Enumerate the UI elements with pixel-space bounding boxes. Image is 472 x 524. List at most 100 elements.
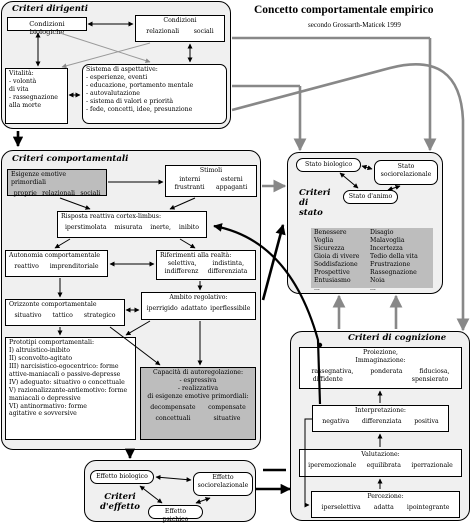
word-concettuali: concettuali <box>155 414 191 422</box>
word-proprie: proprie <box>13 189 37 197</box>
stato-positivo-line: Benessere <box>314 229 347 236</box>
aspettative-line: - esperienze, eventi <box>86 73 148 81</box>
stato-positivo-line: Gioia di vivere <box>314 252 360 260</box>
word-iperselettiva: iperselettiva <box>321 503 361 511</box>
stato-negativo-line: Disagio <box>370 229 394 236</box>
word-iperrazionale: iperrazionale <box>411 461 453 469</box>
word-differenziata: differenziata <box>207 267 248 275</box>
vitalita-line: alla morte <box>9 101 42 109</box>
label-effetto-psichico: Effetto psichico <box>162 508 189 523</box>
vitalita-line: Vitalità: <box>9 70 34 77</box>
box-capacita-autoregolazione: Capacità di autoregolazione:- espressiva… <box>140 367 256 440</box>
stato-positivo-line: Sicurezza <box>314 244 345 252</box>
label-stimoli: Stimoli <box>199 167 223 174</box>
word-inerte: inerte, <box>150 223 171 231</box>
label-stato-animo: Stato d'animo <box>348 193 393 200</box>
word-misurata: misurata <box>114 223 143 231</box>
box-proiezione: Proiezione, Immaginazione: rassegnativa,… <box>299 347 462 389</box>
box-effetto-psichico: Effetto psichico <box>148 505 203 523</box>
stato-negativo-line: Incertezza <box>370 244 403 252</box>
stato-positivo-line: Entusiasmo <box>314 276 351 284</box>
box-prototipi: Prototipi comportamentali:I) altruistico… <box>5 337 136 440</box>
stato-negativo-line: Frustrazione <box>370 260 411 268</box>
aspettative-line: - educazione, portamento mentale <box>86 81 194 89</box>
word-fiduciosa: fiduciosa, <box>419 367 450 375</box>
word-equilibrata: equilibrata <box>366 461 401 469</box>
prototipo-line: III) narcisistico-egocentrico: forme <box>9 362 119 370</box>
label-immaginazione: Immaginazione: <box>355 356 406 364</box>
box-risposta-reattiva: Risposta reattiva cortex-limbus: ipersti… <box>57 211 207 238</box>
box-condizioni-biologiche: Condizioni biologiche <box>7 17 87 36</box>
box-effetto-sociorelazionale: Effetto sociorelazionale <box>193 472 253 496</box>
prototipo-line: Prototipi comportamentali: <box>9 339 95 346</box>
box-esigenze-emotive: Esigenze emotive primordiali proprie rela… <box>7 169 107 197</box>
label-stato-sociorelazionale: Stato sociorelazionale <box>380 163 432 178</box>
vitalita-line: - rassegnazione <box>9 93 58 101</box>
stato-positivo-line: Prospettive <box>314 268 350 276</box>
prototipo-line: agitative e sovversive <box>9 410 77 418</box>
capacita-line: di esigenze emotive primordiali: <box>147 392 249 400</box>
word-esterni: esterni <box>220 175 243 183</box>
label-effetto-sociorelazionale: Effetto sociorelazionale <box>197 474 249 489</box>
word-strategico: strategico <box>83 311 116 319</box>
word-iperstimolata: iperstimolata <box>64 223 107 231</box>
box-effetto-biologico: Effetto biologico <box>90 470 154 484</box>
word-negativa: negativa <box>322 417 350 425</box>
word-imprenditoriale: imprenditoriale <box>49 262 99 270</box>
word-sociali: sociali <box>80 189 101 197</box>
stato-positivo-line: Voglia <box>314 236 334 244</box>
capacita-line: - espressiva <box>179 376 217 384</box>
stato-negativo-line: ... <box>370 284 376 292</box>
label-effetto-biologico: Effetto biologico <box>96 473 148 480</box>
label-autonomia: Autonomia comportamentale <box>9 252 101 259</box>
word-iperflessibile: iperflessibile <box>210 304 251 312</box>
word-indistinta: indistinta, <box>212 259 245 267</box>
label-relazionali: relazionali <box>146 27 180 35</box>
box-stato-animo: Stato d'animo <box>343 190 398 204</box>
box-stato-biologico: Stato biologico <box>296 158 361 172</box>
box-stato-sociorelazionale: Stato sociorelazionale <box>374 160 438 185</box>
word-decompensate: decompensate <box>150 403 196 411</box>
prototipo-line: attive-maniacali o passive-depresse <box>9 370 121 378</box>
stato-negativo-line: Malavoglia <box>370 236 405 244</box>
prototipo-line: II) sconvolto-agitato <box>9 354 73 362</box>
word-situative: situative <box>213 414 241 422</box>
word-rassegnativa: rassegnativa, <box>311 367 354 375</box>
aspettative-line: - autovalutazione <box>86 89 140 97</box>
word-ponderata: ponderata <box>370 367 403 375</box>
label-esigenze-emotive: Esigenze emotive primordiali <box>11 171 67 186</box>
word-relazionali: relazionali <box>42 189 76 197</box>
word-inibito: inibito <box>178 223 200 231</box>
word-appaganti: appaganti <box>215 183 248 191</box>
prototipo-line: maniacali o depressive <box>9 394 81 402</box>
label-condizioni-biologiche: Condizioni biologiche <box>29 20 65 37</box>
word-selettiva: selettiva, <box>167 259 197 267</box>
label-sociali: sociali <box>193 27 214 35</box>
word-indifferenz: indifferenz <box>164 267 199 275</box>
criteri-dirigenti-title: Criteri dirigenti <box>12 4 89 14</box>
capacita-line: - realizzativa <box>177 384 219 392</box>
word-ipointegrante: ipointegrante <box>406 503 450 511</box>
aspettative-line: Sistema di aspettative: <box>86 66 158 73</box>
label-interpretazione: Interpretazione: <box>355 407 406 414</box>
criteri-comportamentali-title: Criteri comportamentali <box>12 154 129 164</box>
label-riferimenti: Riferimenti alla realtà: <box>160 252 232 259</box>
word-tattico: tattico <box>52 311 73 319</box>
word-adatta: adatta <box>373 503 394 511</box>
stato-negativo-line: Noia <box>370 276 385 284</box>
label-ambito: Ambito regolativo: <box>169 294 228 301</box>
box-sistema-aspettative: Sistema di aspettative:- esperienze, eve… <box>82 64 227 124</box>
stato-positivo-line: Soddisfazione <box>314 260 358 268</box>
word-differenziata-int: differenziata <box>361 417 402 425</box>
stato-positivo-line: ... <box>314 284 320 292</box>
